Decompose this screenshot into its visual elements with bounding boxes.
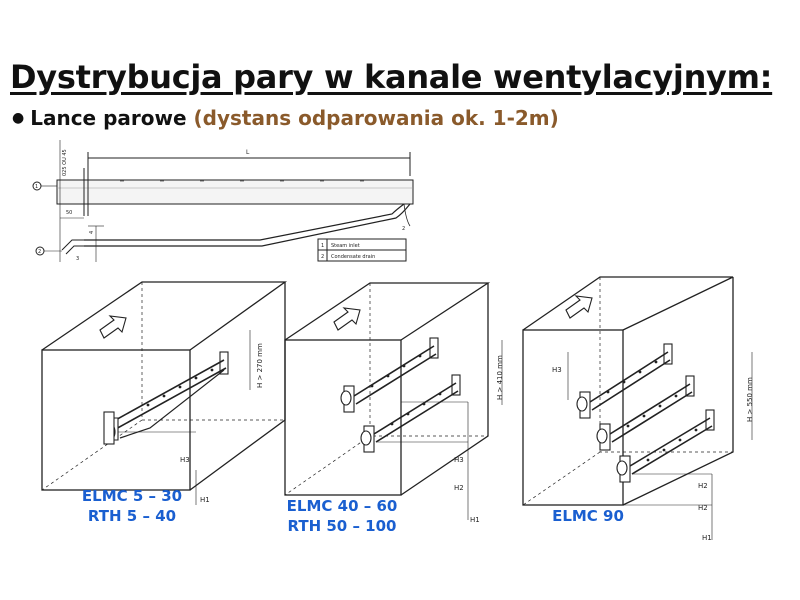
duct-1-caption-line-2: RTH 5 – 40 [87,507,177,525]
lance-tube [56,179,414,205]
dim-50: 50 [66,210,72,216]
small-label-4: 4 [89,231,95,234]
airflow-arrow-icon [99,315,127,339]
legend-num-2: 2 [321,254,324,260]
duct-2-caption-line-2: RTH 50 – 100 [287,517,397,535]
duct-2-caption-line-1: ELMC 40 – 60 [286,497,398,515]
small-label-2: 2 [402,226,405,232]
duct-3-dim-h1: H1 [702,534,712,542]
legend-text-1: Steam inlet [331,243,360,249]
duct-2-dim-h2: H2 [454,484,464,492]
bullet-main-text: Lance parowe [30,106,187,130]
duct-3-caption: ELMC 90 [518,506,658,526]
legend-num-1: 1 [321,243,324,249]
airflow-arrow-icon [333,307,361,331]
duct-3-height-label: H > 550 mm [746,377,754,422]
bullet-lance: ● Lance parowe (dystans odparowania ok. 1… [12,106,559,130]
marker-1-label: 1 [35,184,38,190]
airflow-arrow-icon [565,295,593,319]
dim-vertical: 025 OU 45 [62,149,68,176]
legend-text-2: Condensate drain [331,254,375,260]
bullet-dot-icon: ● [12,110,25,126]
duct-1-caption: ELMC 5 – 30 RTH 5 – 40 [52,486,212,526]
lance-legend: 1 Steam inlet 2 Condensate drain [317,238,407,262]
page-title: Dystrybucja pary w kanale wentylacyjnym: [10,58,773,96]
duct-2-caption: ELMC 40 – 60 RTH 50 – 100 [262,496,422,536]
duct-3-dim-h2a: H2 [698,482,708,490]
marker-2-label: 2 [38,249,41,255]
duct-2-dim-h3: H3 [454,456,464,464]
duct-1-caption-line-1: ELMC 5 – 30 [81,487,183,505]
duct-1-dim-h1: H1 [200,496,210,504]
dim-L: L [246,149,250,156]
duct-1-height-label: H > 270 mm [256,343,264,388]
duct-2-dim-h1: H1 [470,516,480,524]
lance-drawing: L 025 OU 45 50 2 3 4 1 2 1 Steam i [32,140,414,262]
duct-3-caption-line-1: ELMC 90 [552,507,624,525]
duct-3-dim-h2b: H2 [698,504,708,512]
duct-1-dim-h3: H3 [180,456,190,464]
bullet-note-text: (dystans odparowania ok. 1-2m) [193,106,559,130]
duct-3: H3 H2 H2 H1 H > 550 mm [522,276,754,542]
duct-2-height-label: H > 410 mm [496,355,504,400]
duct-1: H3 H1 H > 270 mm [41,281,288,505]
duct-3-dim-h3: H3 [552,366,562,374]
duct-2: H3 H2 H1 H > 410 mm [284,282,504,524]
small-label-3: 3 [76,256,79,262]
